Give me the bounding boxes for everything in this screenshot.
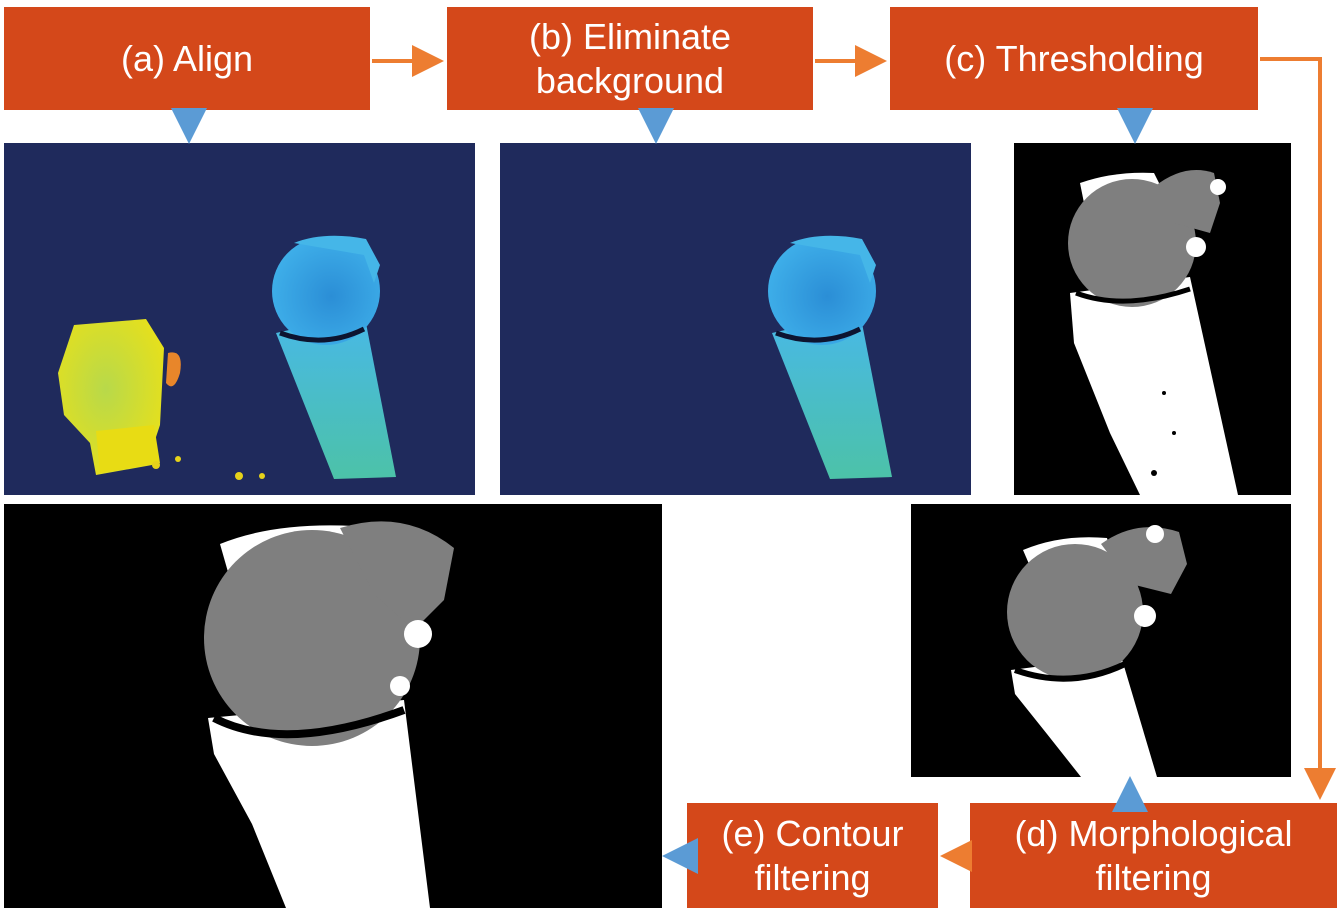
step-align-box: (a) Align: [4, 7, 370, 110]
step-align-label: (a) Align: [120, 37, 254, 79]
thresholded-mask-image: [1014, 143, 1291, 495]
step-morph-label: (d) Morphological filtering: [1014, 812, 1293, 898]
step-morph-box: (d) Morphological filtering: [970, 803, 1337, 908]
step-threshold-box: (c) Thresholding: [890, 7, 1258, 110]
step-threshold-label: (c) Thresholding: [944, 37, 1204, 79]
step-eliminate-box: (b) Eliminate background: [447, 7, 813, 110]
background-eliminated-image: [500, 143, 971, 495]
step-contour-label: (e) Contour filtering: [721, 812, 904, 898]
step-contour-box: (e) Contour filtering: [687, 803, 938, 908]
morphological-filtered-image: [911, 504, 1291, 777]
aligned-depth-image: [4, 143, 475, 495]
contour-filtered-image: [4, 504, 662, 908]
step-eliminate-label: (b) Eliminate background: [528, 15, 732, 101]
